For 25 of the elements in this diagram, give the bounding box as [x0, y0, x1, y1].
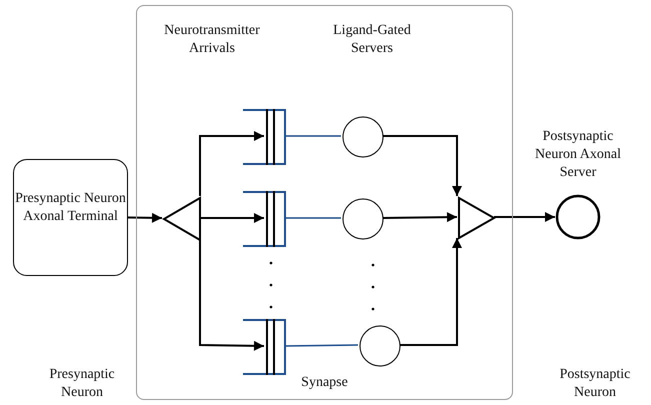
caption-label: Ligand-Gated Servers: [332, 22, 412, 58]
junction-triangle: [163, 197, 201, 241]
terminal-box: [13, 159, 128, 276]
caption-label: Presynaptic Neuron: [48, 366, 116, 402]
synapse-panel: [136, 5, 513, 400]
connector-arrow: [383, 135, 462, 196]
box-label: Presynaptic Neuron Axonal Terminal: [14, 190, 127, 226]
server-label: Postsynaptic Neuron Axonal Server: [534, 128, 622, 182]
connector-arrow: [128, 212, 162, 223]
connector-arrow: [199, 240, 264, 351]
connector-arrow: [200, 213, 264, 223]
server-circle: [359, 325, 401, 367]
connector-arrow: [199, 131, 264, 196]
caption-label: Neurotransmitter Arrivals: [163, 22, 261, 58]
panel-title: Synapse: [300, 374, 349, 392]
connector-arrow: [400, 238, 462, 346]
connector-arrow: [494, 212, 555, 222]
server-circle: [342, 198, 384, 240]
caption-label: Postsynaptic Neuron: [558, 366, 632, 402]
queue-drawing: [243, 109, 286, 165]
queue-drawing: [243, 319, 286, 375]
junction-triangle: [458, 197, 495, 239]
connector-arrow: [382, 212, 458, 222]
queue-drawing: [243, 191, 286, 247]
server-circle: [342, 116, 384, 158]
